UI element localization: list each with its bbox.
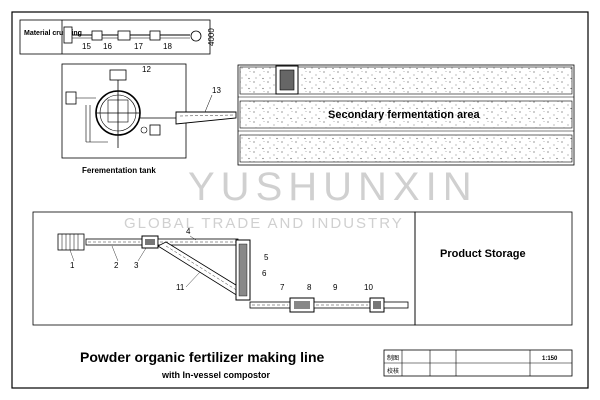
material-crushing-box [19,19,211,55]
callout-2: 2 [114,261,119,270]
crushing-line-equipment [63,26,202,44]
drawing-scale: 1:150 [542,356,558,362]
callout-6: 6 [262,269,267,278]
secondary-fermentation-label: Secondary fermentation area [328,109,480,121]
callout-18: 18 [163,42,172,51]
svg-text:Powder organic fertilizer maki: Powder organic fertilizer making line [80,349,324,365]
title-table [383,349,573,377]
callout-7: 7 [280,283,285,292]
drawing-title: Powder organic fertilizer making line [80,349,324,365]
callout-3: 3 [134,261,139,270]
svg-text:Product Storage: Product Storage [440,248,526,260]
product-storage-box [414,211,573,326]
callout-10: 10 [364,283,373,292]
callout-11: 11 [176,283,185,292]
callout-1: 1 [70,261,75,270]
dimension-4000: 4000 [207,28,216,46]
belt-conveyor-13 [175,111,237,125]
svg-text:with In-vessel compostor: with In-vessel compostor [161,370,271,380]
callout-16: 16 [103,42,112,51]
svg-text:Ferementation tank: Ferementation tank [82,166,156,175]
callout-12: 12 [142,65,151,74]
callout-4: 4 [186,227,191,236]
table-label-drawn: 制图 [387,354,399,362]
svg-text:Material crushing: Material crushing [24,30,82,37]
table-label-checked: 校核 [387,367,399,375]
drawing-subtitle: with In-vessel compostor [161,370,271,380]
watermark-sub: GLOBAL TRADE AND INDUSTRY [124,215,404,232]
callout-5: 5 [264,253,269,262]
callout-13: 13 [212,86,221,95]
drawing-frame [11,11,589,389]
production-line-equipment [57,233,409,313]
callout-8: 8 [307,283,312,292]
secondary-fermentation-area [237,64,575,166]
product-storage-label: Product Storage [440,248,526,260]
svg-text:Secondary fermentation area: Secondary fermentation area [328,109,480,121]
material-crushing-label: Material crushing [24,30,82,37]
callout-15: 15 [82,42,91,51]
callout-9: 9 [333,283,338,292]
callout-17: 17 [134,42,143,51]
fermentation-tank-label: Ferementation tank [82,166,156,175]
watermark-main: YUSHUNXIN [188,165,478,209]
fermentation-tank [65,69,176,148]
fermentation-tank-box [61,63,187,159]
